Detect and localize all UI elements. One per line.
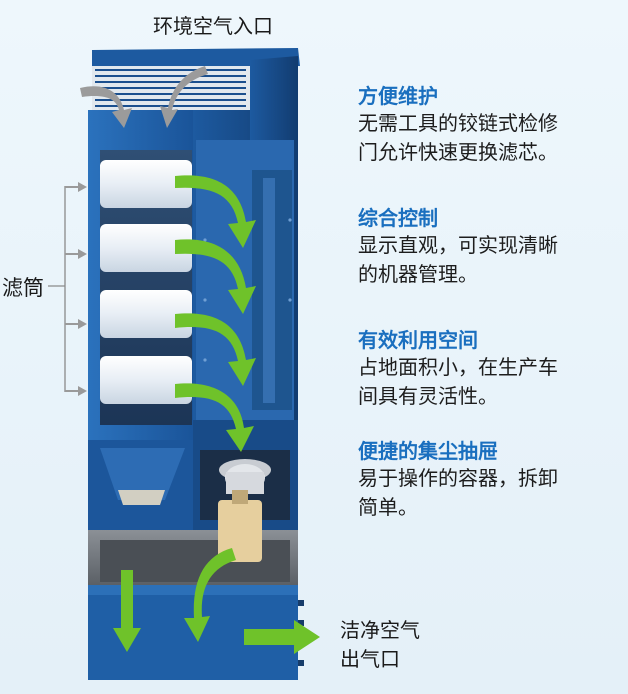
filter-cartridges [100, 160, 192, 404]
filter-bracket [48, 186, 66, 392]
bracket-arrows [65, 182, 87, 396]
outlet-label-line1: 洁净空气 [340, 618, 420, 642]
feature-description: 无需工具的铰链式检修 门允许快速更换滤芯。 [358, 111, 558, 164]
outlet-label-line2: 出气口 [340, 647, 400, 671]
feature-description: 显示直观，可实现清晰 的机器管理。 [358, 233, 558, 286]
feature-title: 综合控制 [358, 206, 438, 230]
inlet-air-arrows [80, 66, 208, 128]
feature-dust-drawer: 便捷的集尘抽屉 易于操作的容器，拆卸 简单。 [358, 438, 618, 522]
inlet-label: 环境空气入口 [153, 14, 273, 38]
feature-title: 有效利用空间 [358, 328, 478, 352]
feature-space: 有效利用空间 占地面积小，在生产车 间具有灵活性。 [358, 327, 618, 411]
feature-title: 便捷的集尘抽屉 [358, 439, 498, 463]
feature-description: 占地面积小，在生产车 间具有灵活性。 [358, 355, 558, 408]
feature-description: 易于操作的容器，拆卸 简单。 [358, 466, 558, 519]
feature-maintenance: 方便维护 无需工具的铰链式检修 门允许快速更换滤芯。 [358, 83, 618, 167]
filter-label: 滤筒 [2, 276, 44, 300]
clean-air-arrows [113, 175, 320, 654]
feature-controls: 综合控制 显示直观，可实现清晰 的机器管理。 [358, 205, 618, 289]
feature-title: 方便维护 [358, 84, 438, 108]
